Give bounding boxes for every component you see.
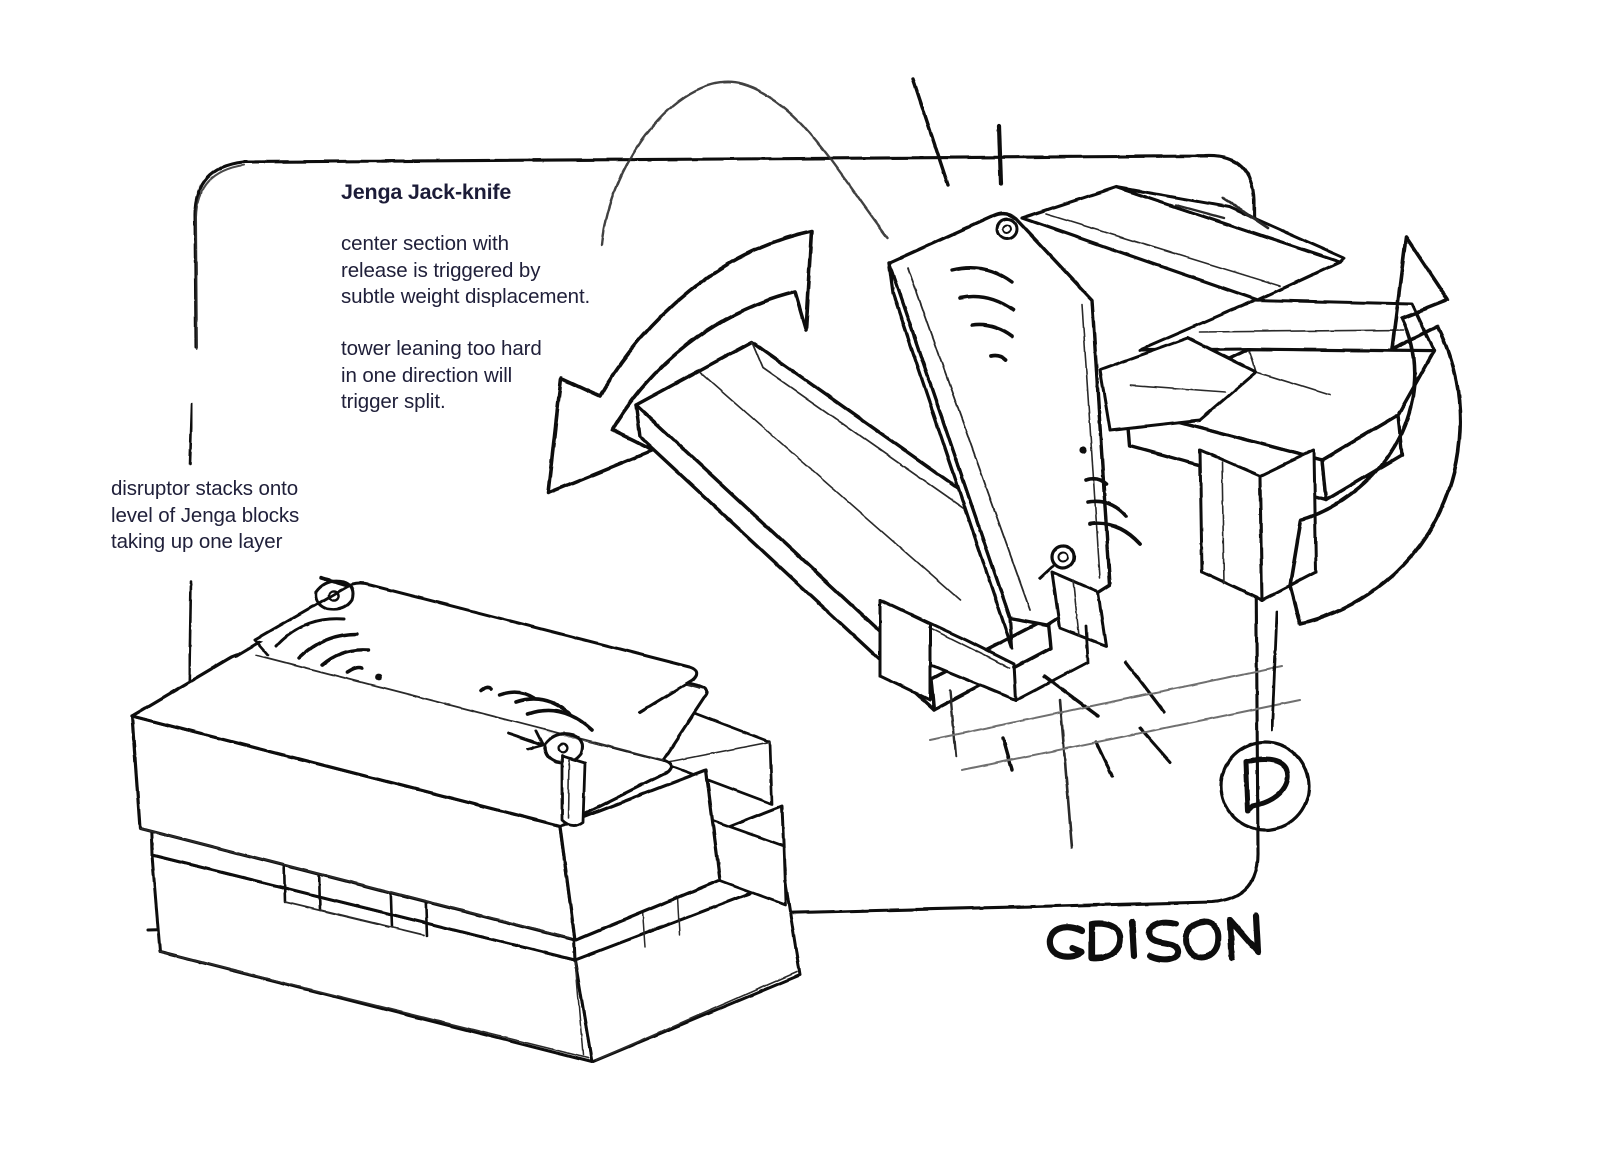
annotation-paragraph-2: tower leaning too hard in one direction … [341, 337, 542, 413]
exploded-left-support-strut [878, 598, 932, 702]
callout-connector [1270, 610, 1279, 732]
rotate-right-arrow [1288, 235, 1462, 626]
center-hinge-node-top [995, 217, 1019, 241]
annotation-title: Jenga Jack-knife [341, 180, 512, 204]
annotation-paragraph-1: center section with release is triggered… [341, 232, 591, 308]
figure-center-exploded [634, 185, 1436, 712]
construction-sweep-curve [600, 81, 890, 247]
center-lower-strut [1050, 570, 1108, 648]
impact-lines-top [911, 77, 1270, 230]
exploded-mid-wedge [1098, 336, 1258, 432]
center-vent-arcs [950, 266, 1142, 546]
exploded-right-support-leg [1198, 448, 1318, 602]
rotate-left-arrow [546, 229, 814, 495]
exploded-center-release-block [887, 211, 1112, 650]
impact-lines-bottom [929, 660, 1301, 850]
annotation-left-note: disruptor stacks onto level of Jenga blo… [111, 477, 300, 553]
hinge-pin-right [506, 729, 587, 827]
figure-lower-left-assembly [130, 576, 802, 1064]
jenga-layer-lower [150, 853, 802, 1064]
center-hinge-node-bottom [1038, 544, 1076, 580]
exploded-right-back-panel [1138, 298, 1436, 353]
hinge-pin-left [314, 576, 355, 612]
callout-d[interactable] [1219, 740, 1311, 832]
vent-arcs [274, 617, 594, 732]
exploded-rear-slab [1020, 185, 1346, 302]
signature [1046, 912, 1262, 963]
